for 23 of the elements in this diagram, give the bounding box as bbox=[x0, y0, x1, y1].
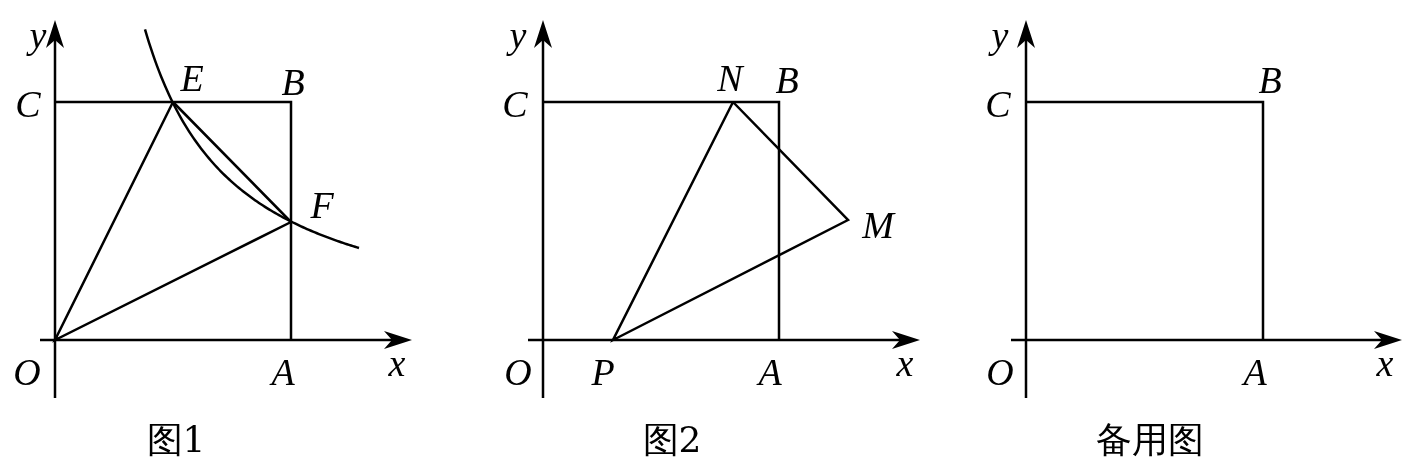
point-label: C bbox=[502, 85, 528, 123]
point-label: N bbox=[717, 59, 743, 97]
figure-caption: 备用图 bbox=[1096, 422, 1204, 458]
point-label: E bbox=[180, 59, 204, 97]
point-label: M bbox=[862, 206, 894, 244]
figure-caption: 图2 bbox=[642, 422, 702, 458]
axis-label: x bbox=[388, 344, 406, 382]
point-label: A bbox=[758, 353, 782, 391]
figure-caption: 图1 bbox=[146, 422, 206, 458]
axis-label: x bbox=[896, 344, 914, 382]
point-label: C bbox=[15, 85, 41, 123]
point-label: B bbox=[775, 61, 799, 99]
point-label: O bbox=[504, 353, 532, 391]
axis-label: x bbox=[1376, 344, 1394, 382]
point-label: F bbox=[310, 186, 334, 224]
point-label: P bbox=[591, 353, 615, 391]
point-label: B bbox=[281, 63, 305, 101]
point-label: O bbox=[986, 353, 1014, 391]
point-label: A bbox=[271, 353, 295, 391]
point-label: C bbox=[985, 85, 1011, 123]
point-label: O bbox=[13, 353, 41, 391]
point-label: B bbox=[1258, 61, 1282, 99]
point-label: A bbox=[1243, 353, 1267, 391]
